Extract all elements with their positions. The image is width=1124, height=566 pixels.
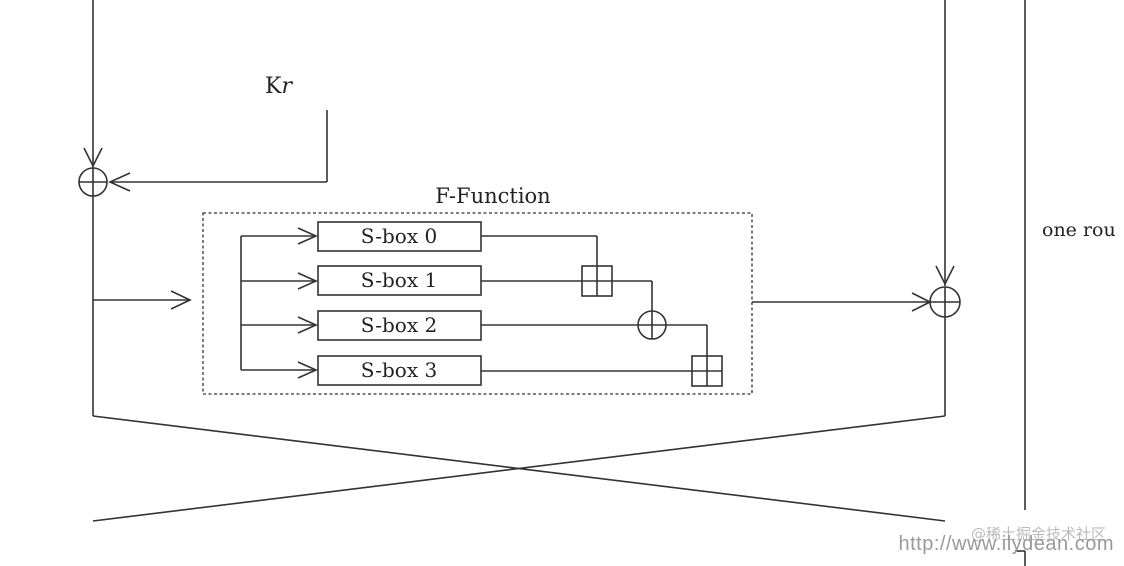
watermark-url: http://www.ilydean.com (898, 533, 1114, 555)
sbox-1-label: S-box 1 (361, 268, 437, 292)
sbox-2-input-arrow (297, 316, 318, 334)
sbox-0-label: S-box 0 (361, 224, 437, 248)
key-arrow-left (108, 172, 131, 192)
watermark-site: @稀土掘金技术社区 (970, 525, 1106, 543)
sbox-3-input-arrow (297, 361, 318, 379)
left-data-arrow-down (83, 147, 103, 168)
round-label: one rou (1042, 219, 1116, 241)
sbox-1-input-arrow (297, 272, 318, 290)
right-data-arrow-down (935, 265, 955, 286)
f-input-arrow (170, 290, 192, 310)
f-function-boundary (202, 212, 753, 395)
f-function-label: F-Function (435, 184, 550, 208)
sbox-2-label: S-box 2 (361, 313, 437, 337)
sbox-3-label: S-box 3 (361, 358, 437, 382)
swap-line-right-to-left (92, 415, 946, 522)
key-label: Kr (265, 74, 293, 99)
sbox-0-input-arrow (297, 227, 318, 245)
